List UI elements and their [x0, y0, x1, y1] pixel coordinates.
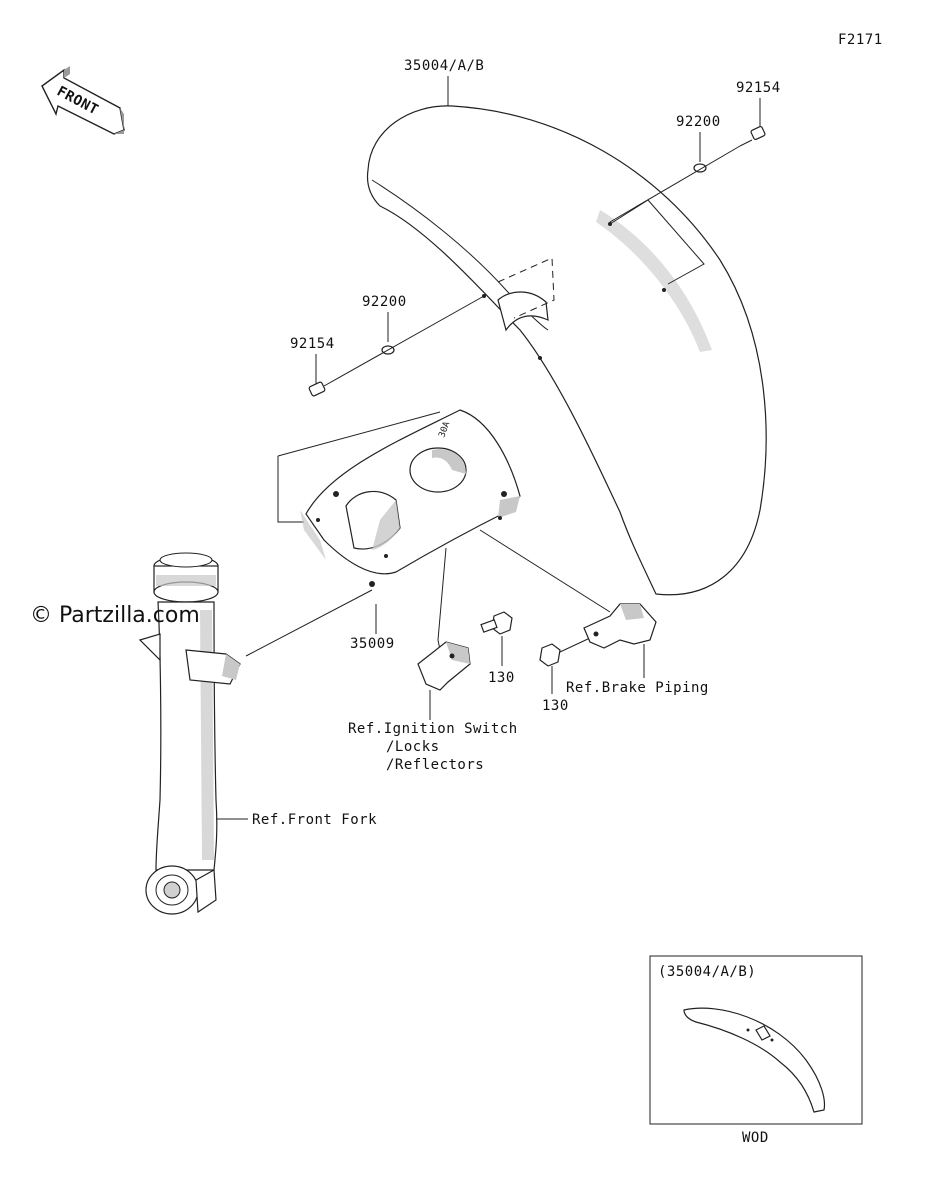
washer-right	[693, 163, 707, 173]
screw-right	[739, 125, 766, 147]
bolt-right	[539, 637, 591, 667]
screw-left	[308, 381, 326, 397]
front-fork	[138, 552, 241, 915]
callout-screw-right: 92154	[736, 80, 781, 96]
ref-reflectors: /Reflectors	[386, 757, 484, 773]
inset-panel: (35004/A/B) WOD	[649, 955, 863, 1146]
ignition-bracket	[417, 641, 471, 691]
figure-code: F2171	[838, 32, 883, 48]
bolt-center	[480, 611, 513, 635]
callout-washer-right: 92200	[676, 114, 721, 130]
ref-brake-piping: Ref.Brake Piping	[566, 680, 709, 696]
callout-bolt-right: 130	[542, 698, 569, 714]
fender-bracket: 30A	[300, 409, 521, 587]
callout-bolt-center: 130	[488, 670, 515, 686]
front-arrow-icon: FRONT	[41, 66, 125, 135]
inset-title: (35004/A/B)	[658, 964, 756, 980]
callout-fender: 35004/A/B	[404, 58, 484, 74]
brake-piping-clamp	[583, 603, 657, 649]
ref-front-fork: Ref.Front Fork	[252, 812, 377, 828]
front-fender	[366, 105, 767, 596]
ref-ignition-switch: Ref.Ignition Switch	[348, 721, 518, 737]
ref-locks: /Locks	[386, 739, 440, 755]
callout-screw-left: 92154	[290, 336, 335, 352]
watermark: © Partzilla.com	[30, 603, 200, 628]
callout-washer-left: 92200	[362, 294, 407, 310]
callout-bracket: 35009	[350, 636, 395, 652]
inset-caption: WOD	[742, 1130, 769, 1146]
